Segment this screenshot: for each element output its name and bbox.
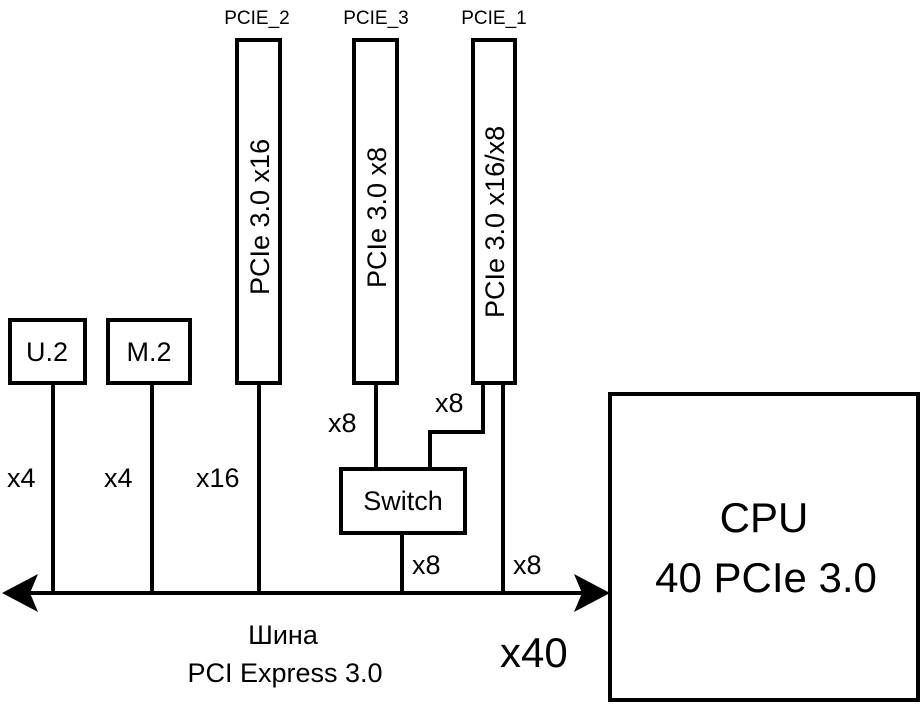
cpu-label: CPU bbox=[720, 494, 809, 541]
bus-label-line1: Шина bbox=[248, 620, 319, 650]
slot-pcie1 bbox=[471, 38, 517, 385]
u2-link-width: x4 bbox=[7, 463, 36, 493]
bus-label-line2: PCI Express 3.0 bbox=[187, 658, 382, 688]
slot-label-pcie2: PCIe 3.0 x16 bbox=[245, 139, 275, 295]
slot-name-pcie3: PCIE_3 bbox=[343, 8, 408, 29]
switch-uplink-width: x8 bbox=[412, 550, 441, 580]
cpu-lanes-label: 40 PCIe 3.0 bbox=[655, 554, 877, 601]
slot-label-pcie3: PCIe 3.0 x8 bbox=[362, 147, 392, 288]
m2-link-width: x4 bbox=[104, 463, 133, 493]
pcie1-direct-link-width: x8 bbox=[513, 550, 542, 580]
pcie3-link-width: x8 bbox=[328, 408, 357, 438]
slot-name-pcie2: PCIE_2 bbox=[224, 8, 289, 29]
m2-box bbox=[106, 318, 192, 385]
bus-arrow-left bbox=[2, 574, 38, 612]
switch-label: Switch bbox=[363, 486, 443, 516]
slot-label-pcie1: PCIe 3.0 x16/x8 bbox=[480, 126, 510, 318]
slot-pcie3 bbox=[352, 38, 399, 385]
m2-label: M.2 bbox=[126, 337, 171, 367]
pcie1-switch-link-width: x8 bbox=[435, 388, 464, 418]
u2-box bbox=[8, 318, 87, 385]
bus-arrow-right bbox=[574, 574, 610, 612]
pcie1-switch-line bbox=[428, 383, 485, 470]
switch-box bbox=[339, 467, 467, 535]
pcie2-link-width: x16 bbox=[196, 463, 240, 493]
slot-name-pcie1: PCIE_1 bbox=[461, 8, 526, 29]
slot-pcie2 bbox=[235, 38, 282, 385]
bus-width-label: x40 bbox=[500, 629, 568, 676]
cpu-box bbox=[608, 392, 920, 702]
u2-label: U.2 bbox=[26, 337, 68, 367]
